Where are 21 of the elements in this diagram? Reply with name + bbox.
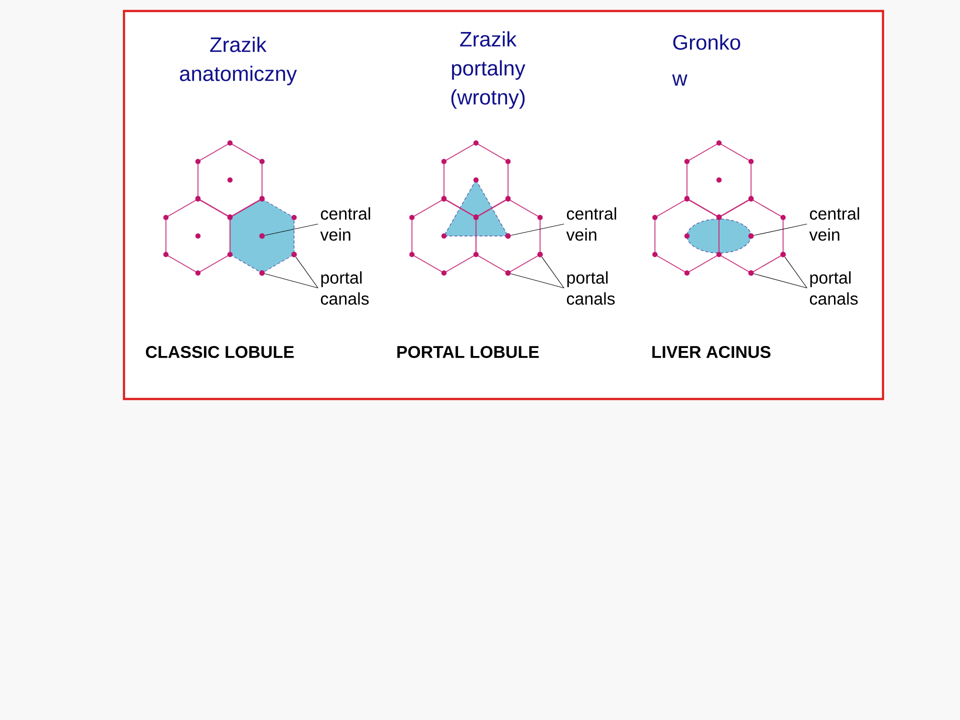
panel-heading: Gronko w (672, 34, 740, 86)
panel-heading: Zrazik anatomiczny (180, 36, 297, 86)
structure-label: portal canals (810, 271, 858, 305)
diagram-caption: LIVER ACINUS (652, 346, 770, 358)
structure-label: portal canals (566, 271, 615, 305)
structure-label: portal canals (320, 271, 369, 305)
structure-label: central vein (566, 207, 616, 241)
structure-label: central vein (809, 207, 860, 241)
leader-line (754, 273, 808, 288)
diagram-caption: CLASSIC LOBULE (146, 346, 294, 358)
panel-heading: Zrazik portalny (wrotny) (451, 31, 526, 109)
leader-line (510, 273, 564, 288)
leader-line (296, 256, 318, 288)
structure-label: central vein (320, 207, 370, 241)
leader-line (264, 224, 318, 236)
diagram-caption: PORTAL LOBULE (397, 346, 539, 358)
leader-line (264, 273, 318, 288)
leader-line (754, 224, 808, 236)
leader-line (784, 256, 808, 288)
leader-line (510, 224, 564, 236)
leader-line (542, 256, 564, 288)
